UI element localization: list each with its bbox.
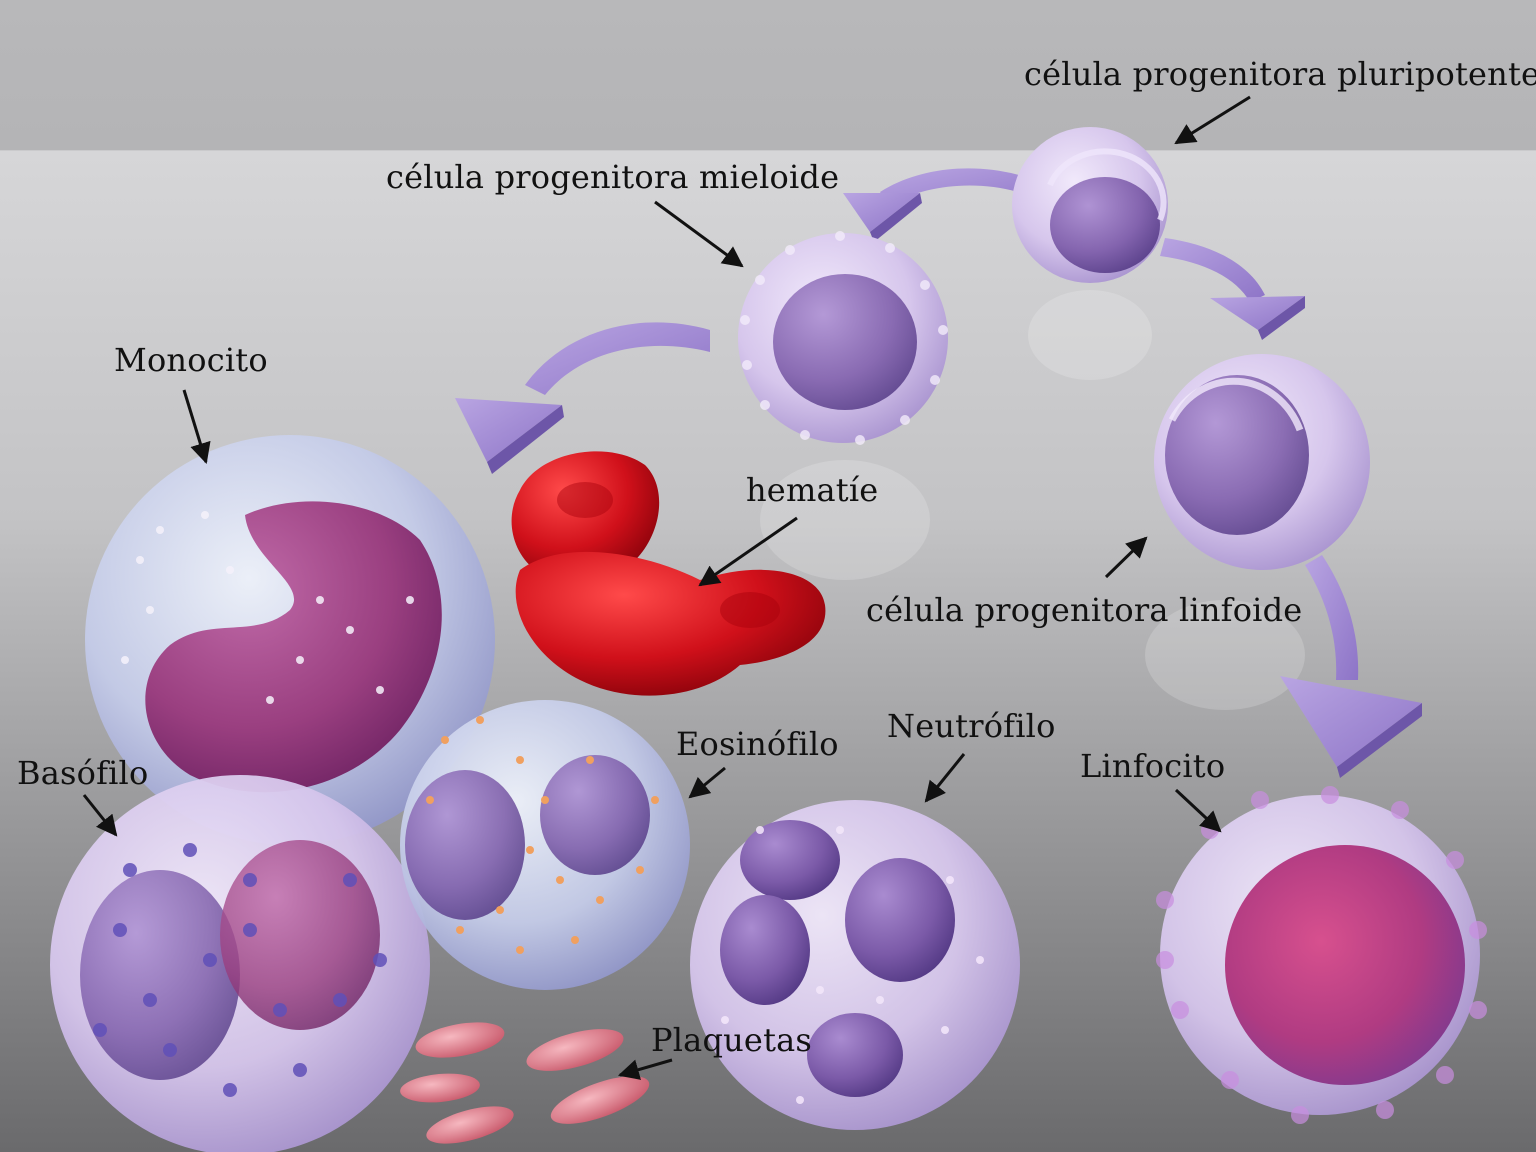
label-eosinofilo: Eosinófilo xyxy=(676,727,839,761)
label-plaquetas: Plaquetas xyxy=(651,1023,812,1057)
label-mieloide: célula progenitora mieloide xyxy=(386,160,839,194)
label-hematie: hematíe xyxy=(746,473,878,507)
label-monocito: Monocito xyxy=(114,343,268,377)
label-linfocito: Linfocito xyxy=(1080,749,1225,783)
label-basofilo: Basófilo xyxy=(17,756,148,790)
cell-pluripotente xyxy=(1012,127,1168,283)
cell-mieloide xyxy=(738,231,948,445)
cell-neutrofilo xyxy=(690,800,1020,1130)
label-linfoide: célula progenitora linfoide xyxy=(866,593,1302,627)
cell-basofilo xyxy=(50,775,430,1152)
cell-eosinofilo xyxy=(400,700,690,990)
cell-linfoide xyxy=(1154,354,1370,570)
label-pluripotente: célula progenitora pluripotente xyxy=(1024,57,1536,91)
label-neutrofilo: Neutrófilo xyxy=(887,709,1056,743)
